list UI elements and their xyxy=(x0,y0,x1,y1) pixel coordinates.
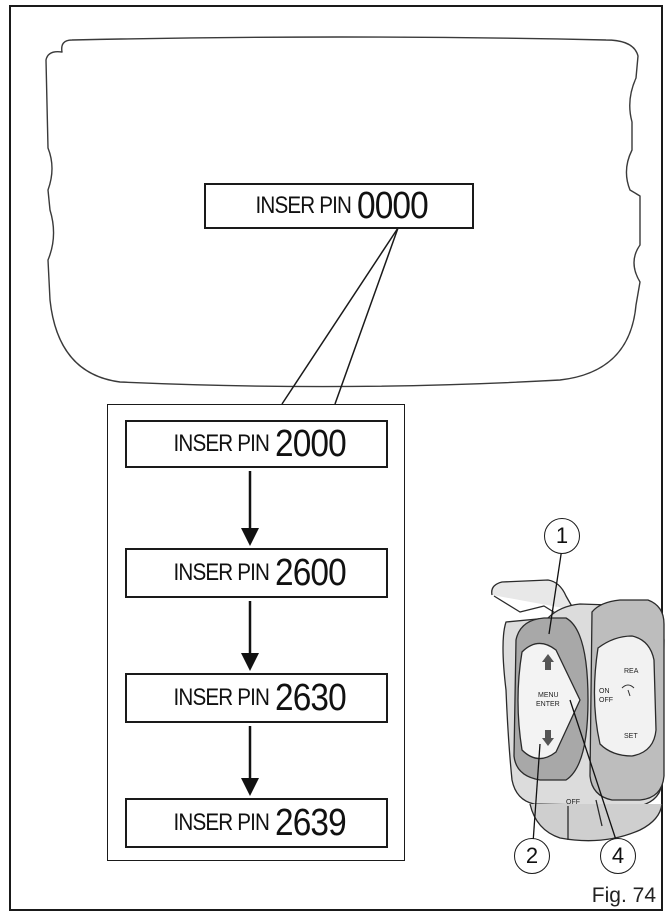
step-pin-label: INSER PIN xyxy=(173,684,269,711)
step-arrow-3 xyxy=(241,726,259,796)
display-pin-label: INSER PIN xyxy=(255,192,352,219)
callout-4: 4 xyxy=(600,838,636,874)
on-text: ON xyxy=(599,688,610,695)
step-pin-code: 2630 xyxy=(274,676,347,719)
step-pin-box-3: INSER PIN 2630 xyxy=(125,673,388,723)
enter-text: ENTER xyxy=(536,701,560,708)
step-pin-code: 2600 xyxy=(274,551,347,594)
figure-frame xyxy=(9,5,663,911)
speedometer-icon xyxy=(621,684,635,697)
rea-text: REA xyxy=(624,668,639,675)
down-arrow-icon xyxy=(542,730,554,746)
lower-off-text: OFF xyxy=(566,799,580,806)
display-pin-box: INSER PIN 0000 xyxy=(204,183,474,229)
step-pin-label: INSER PIN xyxy=(173,809,269,836)
step-pin-code: 2639 xyxy=(274,801,347,844)
step-pin-box-1: INSER PIN 2000 xyxy=(125,420,388,468)
step-pin-label: INSER PIN xyxy=(173,559,269,586)
display-pin-code: 0000 xyxy=(357,184,429,227)
off-text: OFF xyxy=(599,697,613,704)
set-text: SET xyxy=(624,733,638,740)
step-pin-box-2: INSER PIN 2600 xyxy=(125,548,388,598)
step-pin-label: INSER PIN xyxy=(173,430,269,457)
step-arrow-1 xyxy=(241,471,259,546)
leader-line-right xyxy=(334,227,399,405)
figure-caption: Fig. 74 xyxy=(591,884,656,907)
callout-2: 2 xyxy=(514,838,550,874)
step-pin-code: 2000 xyxy=(274,422,347,465)
menu-text: MENU xyxy=(538,692,559,699)
up-arrow-icon xyxy=(542,654,554,670)
pin-steps-panel xyxy=(107,404,405,861)
step-pin-box-4: INSER PIN 2639 xyxy=(125,798,388,848)
leader-line-left xyxy=(281,227,399,405)
callout-1: 1 xyxy=(544,518,580,554)
step-arrow-2 xyxy=(241,601,259,671)
